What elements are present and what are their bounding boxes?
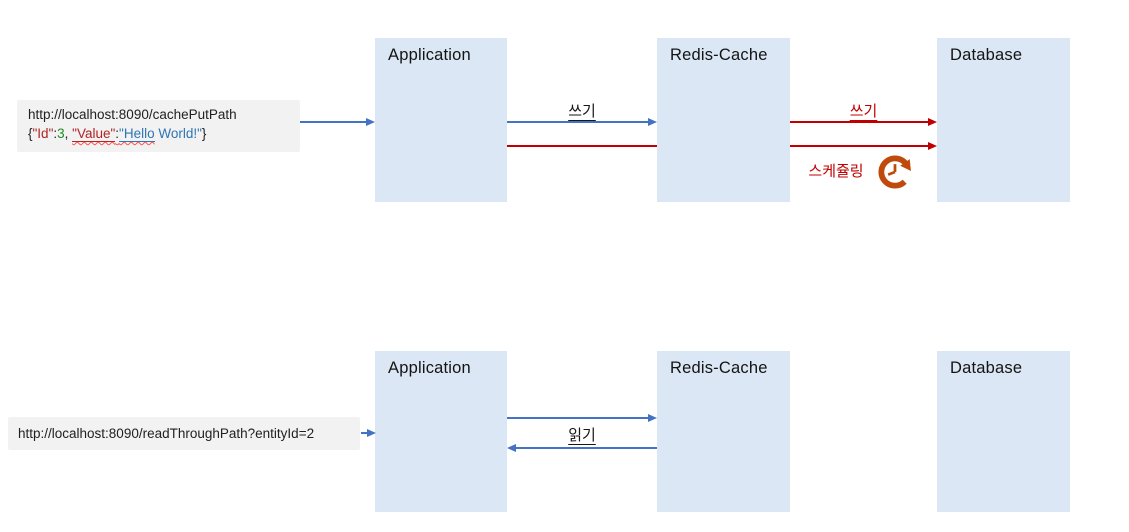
arrow-redis-to-database-write-2 xyxy=(790,142,937,150)
json-comma: , xyxy=(64,126,73,141)
arrow-request-to-application-bottom xyxy=(361,429,376,437)
arrow-request-to-application-top xyxy=(300,118,375,126)
read-request-url-text: http://localhost:8090/readThroughPath?en… xyxy=(18,426,315,441)
schedule-history-clock-icon xyxy=(874,151,916,193)
redis-cache-box-bottom: Redis-Cache xyxy=(657,351,790,512)
json-colon: : xyxy=(53,126,58,141)
application-label: Application xyxy=(388,46,471,64)
redis-cache-label: Redis-Cache xyxy=(670,46,768,64)
json-string-world: World!" xyxy=(154,126,202,141)
json-number-value: 3 xyxy=(57,126,65,141)
line-application-to-redis-red xyxy=(507,145,657,147)
arrow-redis-to-application-read xyxy=(507,444,657,452)
request-body-json: {"Id":3, "Value":"Hello World!"} xyxy=(17,124,300,143)
database-box-bottom: Database xyxy=(937,351,1070,512)
arrow-application-to-redis-read xyxy=(507,414,657,422)
json-spellcheck-segment: "Value":"Hello xyxy=(72,126,155,142)
redis-cache-box-top: Redis-Cache xyxy=(657,38,790,202)
arrow-application-to-redis-write xyxy=(507,118,657,126)
arrow-redis-to-database-write-1 xyxy=(790,118,937,126)
database-label-bottom: Database xyxy=(950,359,1023,377)
write-label-app-to-redis: 쓰기 xyxy=(568,103,596,120)
json-key-id: "Id" xyxy=(32,126,54,141)
json-string-hello: "Hello xyxy=(119,126,155,142)
database-label: Database xyxy=(950,46,1023,64)
cache-put-request-box: http://localhost:8090/cachePutPath {"Id"… xyxy=(17,100,300,152)
database-box-top: Database xyxy=(937,38,1070,202)
application-box-top: Application xyxy=(375,38,507,202)
request-url-text: http://localhost:8090/cachePutPath xyxy=(28,107,237,122)
scheduling-label: 스케쥴링 xyxy=(808,163,864,180)
read-label: 읽기 xyxy=(568,427,596,444)
application-label-bottom: Application xyxy=(388,359,471,377)
json-key-value: "Value" xyxy=(72,126,116,142)
redis-cache-label-bottom: Redis-Cache xyxy=(670,359,768,377)
write-label-redis-to-db: 쓰기 xyxy=(849,103,878,120)
json-brace-open: { xyxy=(28,126,33,141)
json-brace-close: } xyxy=(201,126,207,141)
read-through-request-box: http://localhost:8090/readThroughPath?en… xyxy=(8,417,360,450)
application-box-bottom: Application xyxy=(375,351,507,512)
json-colon-2: : xyxy=(115,126,120,141)
